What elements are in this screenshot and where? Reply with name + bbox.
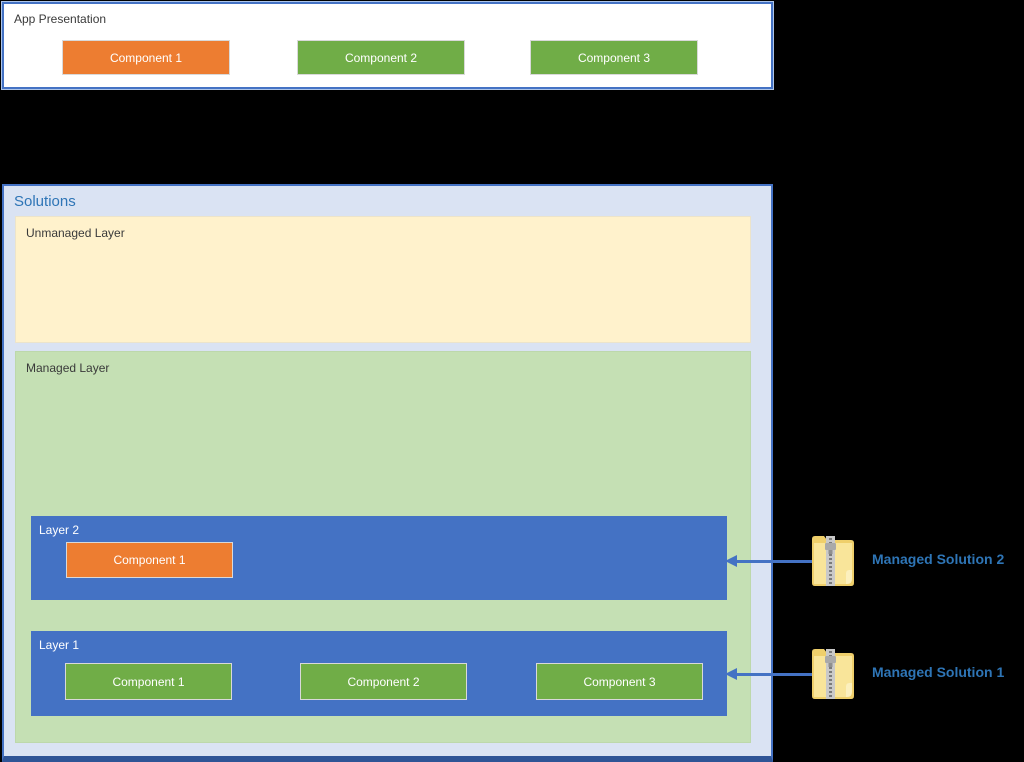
layer-2-component-1: Component 1 (66, 542, 233, 578)
app-component-1: Component 1 (62, 40, 230, 75)
zip-folder-icon (812, 649, 854, 699)
app-presentation-box: App Presentation Component 1 Component 2… (2, 2, 773, 89)
arrow-managed-solution-2 (735, 560, 812, 563)
managed-layer-title: Managed Layer (26, 361, 110, 375)
layer-1-component-1: Component 1 (65, 663, 232, 700)
layer-2-title: Layer 2 (39, 523, 80, 537)
arrowhead-managed-solution-1 (725, 668, 737, 680)
zip-folder-icon (812, 536, 854, 586)
managed-solution-1-label: Managed Solution 1 (872, 664, 1005, 680)
managed-solution-2-label: Managed Solution 2 (872, 551, 1005, 567)
managed-layer-box: Managed Layer Layer 2 Component 1 Layer … (15, 351, 751, 743)
app-component-2: Component 2 (297, 40, 465, 75)
layer-1-title: Layer 1 (39, 638, 80, 652)
app-component-3: Component 3 (530, 40, 698, 75)
app-presentation-title: App Presentation (14, 12, 107, 26)
layer-2-box: Layer 2 Component 1 (31, 516, 727, 600)
layer-1-box: Layer 1 Component 1 Component 2 Componen… (31, 631, 727, 716)
arrowhead-managed-solution-2 (725, 555, 737, 567)
layer-1-component-3: Component 3 (536, 663, 703, 700)
layer-1-component-2: Component 2 (300, 663, 467, 700)
solutions-box: Solutions Unmanaged Layer Managed Layer … (2, 184, 773, 762)
unmanaged-layer-title: Unmanaged Layer (26, 226, 125, 240)
solutions-title: Solutions (14, 193, 76, 210)
arrow-managed-solution-1 (735, 673, 812, 676)
unmanaged-layer-box: Unmanaged Layer (15, 216, 751, 343)
